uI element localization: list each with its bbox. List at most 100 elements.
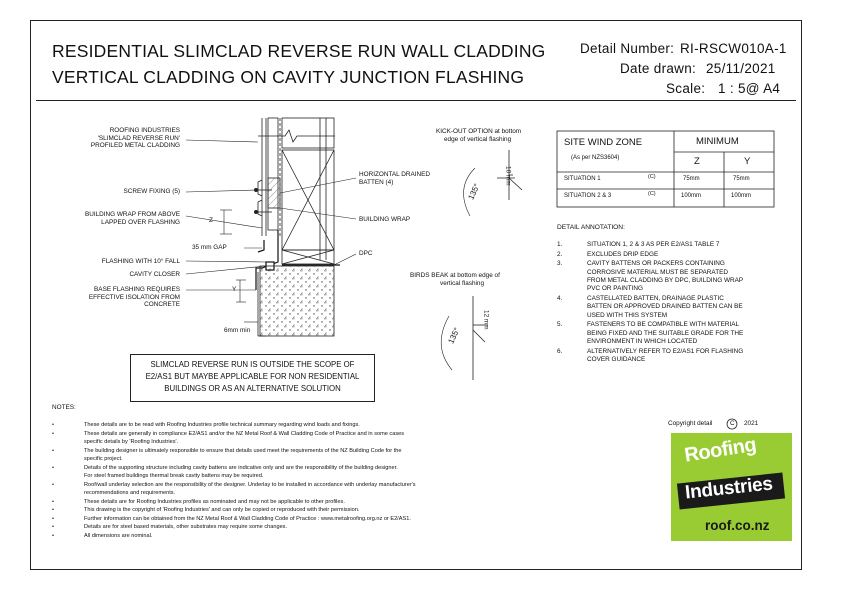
note-bullet: • [52,515,54,522]
note-line: Details of the supporting structure incl… [84,464,398,471]
callout-batten-line1: HORIZONTAL DRAINED [359,171,431,178]
annotation-line: FROM METAL CLADDING BY DPC, BUILDING WRA… [587,277,744,284]
scope-note-box: SLIMCLAD REVERSE RUN IS OUTSIDE THE SCOP… [130,354,375,402]
annotation-line: USED WITH THIS SYSTEM [587,311,668,319]
note-bullet: • [52,422,54,428]
annotation-line: ENVIRONMENT IN WHICH LOCATED [587,338,698,346]
date-drawn: 25/11/2021 [706,61,776,76]
callout-cladding-line1: ROOFING INDUSTRIES [109,127,180,134]
note-bullet: • [52,447,54,454]
callout-building-wrap-above: BUILDING WRAP FROM ABOVE LAPPED OVER FLA… [52,211,180,226]
note-line: These details are for Roofing Industries… [84,498,345,505]
annotation-number: 3. [557,260,563,268]
callout-cladding-line3: PROFILED METAL CLADDING [90,142,180,150]
note-line: All dimensions are nominal. [84,532,153,539]
birdsbeak-dimension: 12 mm [482,310,490,330]
note-line: These details are generally in complianc… [84,430,405,437]
wz-row2-ref: (C) [648,191,656,197]
callout-wrap-line1: BUILDING WRAP FROM ABOVE [84,211,180,218]
wz-title: SITE WIND ZONE [564,137,643,148]
annotation-line: CORROSIVE MATERIAL MUST BE SEPARATED [587,268,728,276]
note-bullet: • [52,507,54,513]
kickout-sketch [463,150,523,217]
note-line: For steel framed buildings thermal break… [84,473,264,479]
dim-z: Z [209,217,213,224]
wz-row1-z: 75mm [683,176,700,182]
callout-cavity-closer: CAVITY CLOSER [129,271,180,278]
scale-value: 1 : 5@ A4 [718,81,781,96]
wz-row2-label: SITUATION 2 & 3 [564,193,612,199]
annotation-line: FASTENERS TO BE COMPATIBLE WITH MATERIAL [587,321,740,329]
kickout-title: KICK-OUT OPTION at bottom edge of vertic… [436,128,521,143]
callout-base-line1: BASE FLASHING REQUIRES [94,286,180,293]
annotation-line: ALTERNATIVELY REFER TO E2/AS1 FOR FLASHI… [587,347,744,355]
callout-wrap-line2: LAPPED OVER FLASHING [101,218,180,226]
leader-lines-right [279,177,357,266]
birdsbeak-line1: BIRDS BEAK at bottom edge of [410,272,500,279]
upper-wall [257,117,335,265]
annotation-line: BEING FIXED AND THE SUITABLE GRADE FOR T… [587,329,744,337]
wz-minimum: MINIMUM [696,136,739,147]
dim-6mm: 6mm min [224,327,251,334]
screw-fixings [253,187,272,214]
wz-row1-ref: (C) [648,174,656,180]
drawing-frame [30,20,802,570]
callout-base-line2: EFFECTIVE ISOLATION FROM [88,293,180,301]
callout-horizontal-batten: HORIZONTAL DRAINED BATTEN (4) [359,171,430,186]
birdsbeak-line2: vertical flashing [440,279,485,287]
note-line: recommendations and requirements. [84,490,176,496]
logo-url: roof.co.nz [705,518,770,533]
detail-annotation-title: DETAIL ANNOTATION: [557,224,625,231]
note-line: Further information can be obtained from… [84,515,411,522]
annotation-number: 2. [557,250,563,258]
wind-zone-table-lines [556,130,775,208]
note-line: Roof/wall underlay selection are the res… [84,481,416,488]
wind-zone-table: SITE WIND ZONE (As per NZS3604) MINIMUM … [557,131,774,207]
wz-col-z: Z [694,156,700,167]
scope-note-line1: SLIMCLAD REVERSE RUN IS OUTSIDE THE SCOP… [150,360,355,369]
note-line: specific project. [84,456,123,462]
annotation-line: PVC OR PAINTING [587,285,643,293]
annotation-line: CAVITY BATTENS OR PACKERS CONTAINING [587,260,725,268]
scope-note-line2: E2/AS1 BUT MAYBE APPLICABLE FOR NON RESI… [145,372,360,381]
callout-flashing-fall: FLASHING WITH 10° FALL [101,258,180,265]
detail-number-label: Detail Number: [580,41,675,56]
callout-base-line3: CONCRETE [144,301,180,309]
annotation-line: COVER GUIDANCE [587,356,646,364]
note-line: The building designer is ultimately resp… [84,447,402,454]
note-bullet: • [52,524,54,530]
note-line: Details are for steel based materials, o… [84,524,288,530]
detail-number: RI-RSCW010A-1 [680,41,787,56]
callout-building-wrap: BUILDING WRAP [359,216,411,223]
copyright-symbol: C [730,420,735,427]
kickout-line2: edge of vertical flashing [444,135,512,143]
leader-lines-left [185,139,267,291]
note-bullet: • [52,430,54,437]
notes-title: NOTES: [52,404,76,411]
scale-label: Scale: [666,81,706,96]
header-separator [36,100,796,101]
annotation-line: SITUATION 1, 2 & 3 AS PER E2/AS1 TABLE 7 [587,241,720,248]
birdsbeak-sketch [440,296,488,380]
annotation-number: 6. [557,347,563,355]
annotation-line: BATTEN OR APPROVED DRAINED BATTEN CAN BE [587,303,743,311]
annotation-number: 4. [557,295,563,302]
annotation-line: CASTELLATED BATTEN, DRAINAGE PLASTIC [587,295,724,302]
break-line [258,129,335,143]
wz-row1-y: 75mm [733,176,750,182]
wz-row2-y: 100mm [731,193,752,199]
roofing-industries-logo: Roofing Industries roof.co.nz [671,433,792,541]
copyright-year: 2021 [744,420,759,427]
note-line: specific details by 'Roofing Industries'… [84,439,179,445]
annotation-number: 1. [557,241,563,248]
callout-batten-line2: BATTEN (4) [359,178,394,186]
wz-col-y: Y [744,156,751,167]
callout-gap: 35 mm GAP [192,244,227,251]
annotation-line: EXCLUDES DRIP EDGE [587,250,659,258]
copyright-text: Copyright detail [668,420,713,427]
note-line: This drawing is the copyright of 'Roofin… [84,507,360,513]
callout-cladding-line2: 'SLIMCLAD REVERSE RUN' [97,134,180,142]
wz-subtitle: (As per NZS3604) [571,155,620,161]
note-bullet: • [52,498,54,505]
